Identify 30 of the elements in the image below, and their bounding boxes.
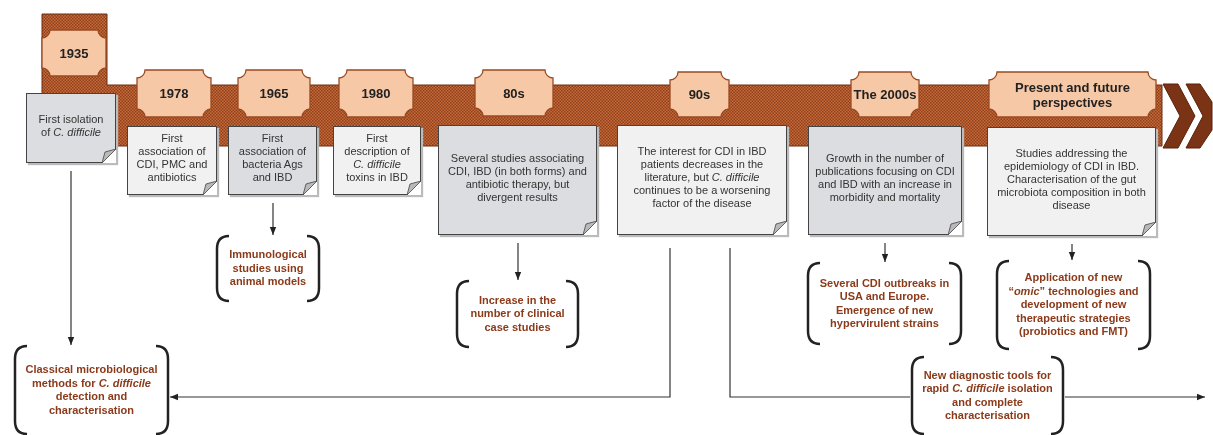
event-note: First association of CDI, PMC and antibiotics (127, 126, 217, 195)
arrow (881, 242, 889, 263)
outcome-note: Application of new “omic” technologies and development of new therapeutic strategies (probiotics and FMT) (995, 260, 1152, 350)
period-tag: 1965 (238, 70, 310, 117)
period-tag: 1980 (339, 70, 413, 117)
outcome-note: Increase in the number of clinical case studies (455, 280, 580, 348)
period-tag: 1935 (42, 30, 106, 76)
event-note: First association of bacteria Ags and IBD (228, 126, 317, 195)
arrow (169, 247, 671, 401)
event-note: The interest for CDI in IBD patients decreases in the literature, but C. difficile continues to be a worsening factor of the disease (617, 125, 787, 235)
outcome-note: Classical microbiological methods for C. difficile detection and characterisation (13, 345, 170, 435)
event-note: Studies addressing the epidemiology of CDI in IBD. Characterisation of the gut microbiota composition in both disease (987, 127, 1156, 236)
period-tag: 90s (670, 72, 729, 117)
arrow (269, 202, 277, 236)
event-note: Growth in the number of publications focusing on CDI and IBD with an increase in morbidity and mortality (808, 126, 962, 235)
period-tag: The 2000s (851, 72, 919, 117)
connector-line (729, 247, 911, 398)
event-note: First description of C. difficile toxins in IBD (333, 126, 421, 195)
arrow (1068, 243, 1076, 261)
arrow (514, 242, 522, 281)
outcome-note: Immunological studies using animal models (215, 235, 321, 302)
period-tag: Present and future perspectives (989, 72, 1156, 117)
period-tag: 1978 (137, 70, 211, 117)
event-note: First isolation of C. difficile (26, 93, 116, 163)
outcome-note: New diagnostic tools for rapid C. difficile isolation and complete characterisation (910, 356, 1065, 435)
arrow (67, 170, 75, 346)
period-tag: 80s (475, 70, 553, 116)
arrow (1064, 393, 1206, 401)
outcome-note: Several CDI outbreaks in USA and Europe. Emergence of new hypervirulent strains (806, 262, 963, 345)
event-note: Several studies associating CDI, IBD (in both forms) and antibiotic therapy, but divergent results (438, 125, 597, 235)
